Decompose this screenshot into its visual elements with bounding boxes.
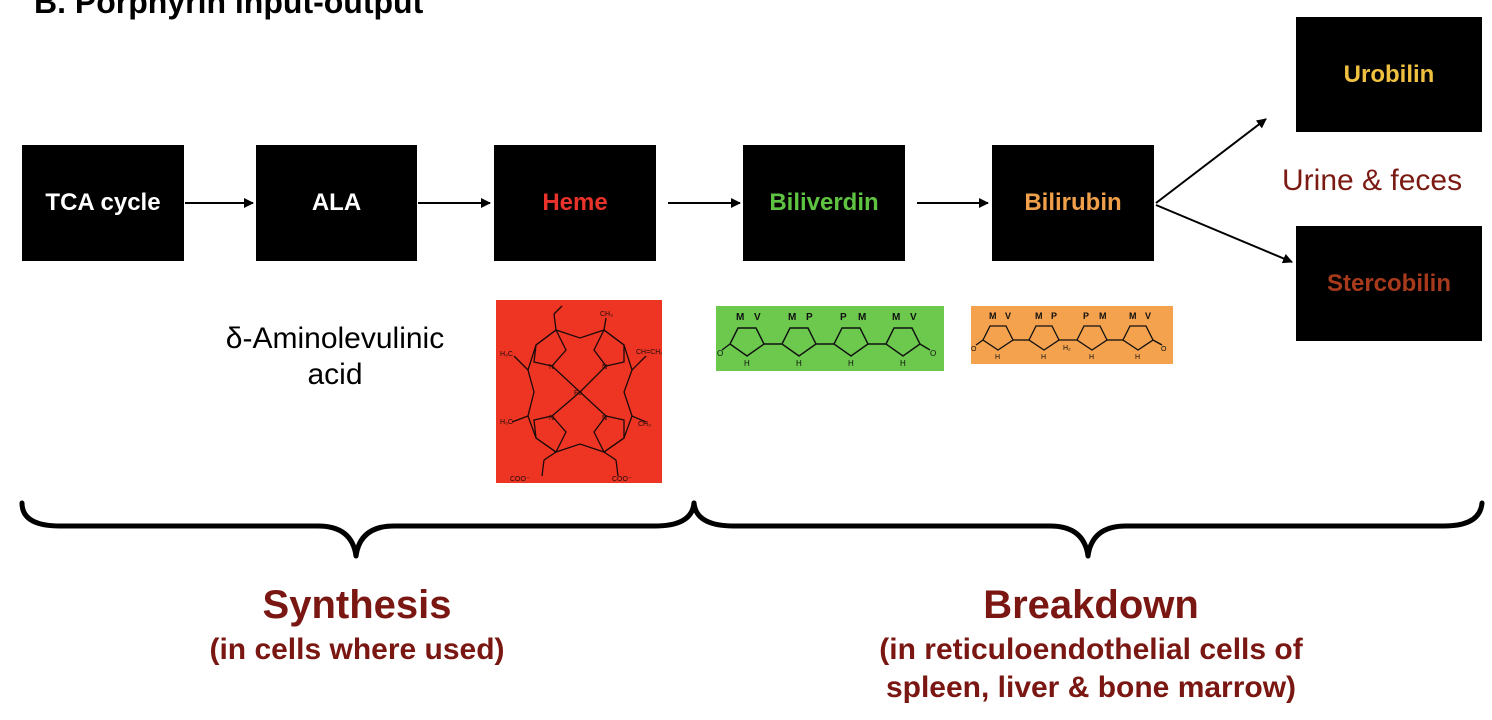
ala-label: ALA bbox=[311, 189, 362, 216]
box-tca-cycle: TCA cycle bbox=[22, 145, 184, 261]
bilirubin-sub-0: M bbox=[989, 311, 997, 321]
box-stercobilin: Stercobilin bbox=[1296, 226, 1482, 341]
urobilin-label: Urobilin bbox=[1343, 60, 1435, 88]
box-biliverdin: Biliverdin bbox=[743, 145, 905, 261]
ala-full-name-line1: δ-Aminolevulinic bbox=[225, 322, 445, 355]
svg-text:O: O bbox=[930, 349, 936, 358]
ala-full-name-line2: acid bbox=[307, 358, 363, 391]
svg-text:H₃C: H₃C bbox=[500, 419, 513, 426]
box-ala: ALA bbox=[256, 145, 417, 261]
box-bilirubin: Bilirubin bbox=[992, 145, 1154, 261]
breakdown-subtitle-line1: (in reticuloendothelial cells of bbox=[879, 633, 1303, 666]
biliverdin-sub-4: P bbox=[840, 312, 847, 323]
biliverdin-sub-7: V bbox=[910, 312, 917, 323]
heme-label: Heme bbox=[542, 189, 608, 216]
svg-text:O: O bbox=[1161, 346, 1167, 353]
synthesis-subtitle: (in cells where used) bbox=[209, 633, 505, 666]
svg-text:H: H bbox=[1041, 354, 1046, 361]
breakdown-brace bbox=[691, 500, 1485, 559]
svg-text:H₃C: H₃C bbox=[500, 351, 513, 358]
svg-text:N: N bbox=[602, 364, 607, 371]
biliverdin-sub-1: V bbox=[754, 312, 761, 323]
svg-text:H₂: H₂ bbox=[1063, 345, 1071, 352]
breakdown-title: Breakdown bbox=[983, 583, 1199, 627]
svg-text:H: H bbox=[1089, 354, 1094, 361]
svg-text:H: H bbox=[1135, 354, 1140, 361]
stercobilin-label: Stercobilin bbox=[1326, 269, 1452, 297]
svg-text:N: N bbox=[602, 415, 607, 422]
svg-text:COO⁻: COO⁻ bbox=[612, 476, 632, 483]
biliverdin-sub-0: M bbox=[736, 312, 744, 323]
arrow-bilirubin-to-stercobilin bbox=[1155, 204, 1293, 264]
ala-full-name: δ-Aminolevulinic acid bbox=[205, 321, 465, 393]
biliverdin-sub-6: M bbox=[892, 312, 900, 323]
biliverdin-label: Biliverdin bbox=[769, 189, 879, 216]
svg-text:CH₃: CH₃ bbox=[638, 421, 651, 428]
bilirubin-sub-2: M bbox=[1035, 311, 1043, 321]
svg-text:CH₃: CH₃ bbox=[600, 311, 613, 318]
svg-text:O: O bbox=[717, 349, 723, 358]
synthesis-brace bbox=[19, 500, 697, 559]
svg-text:N: N bbox=[549, 415, 554, 422]
svg-text:H: H bbox=[900, 359, 906, 368]
heme-structure: Fe N N N N H₃C CH=CH₂ CH₃ H₃C CH₃ COO⁻ C… bbox=[496, 300, 662, 483]
biliverdin-sub-2: M bbox=[788, 312, 796, 323]
synthesis-title: Synthesis bbox=[262, 583, 452, 627]
bilirubin-structure: M V M P P M M V O O H H H₂ H H bbox=[971, 306, 1173, 364]
svg-text:COO⁻: COO⁻ bbox=[510, 476, 530, 483]
svg-text:Fe: Fe bbox=[574, 390, 582, 397]
page-title: B. Porphyrin input-output bbox=[34, 0, 424, 20]
svg-text:H: H bbox=[995, 354, 1000, 361]
bilirubin-sub-6: M bbox=[1129, 311, 1137, 321]
tca-cycle-label: TCA cycle bbox=[45, 189, 161, 216]
bilirubin-sub-5: M bbox=[1099, 311, 1107, 321]
breakdown-subtitle-line2: spleen, liver & bone marrow) bbox=[885, 671, 1297, 704]
svg-text:CH=CH₂: CH=CH₂ bbox=[636, 349, 662, 356]
urine-feces-label: Urine & feces bbox=[1282, 164, 1463, 197]
bilirubin-sub-4: P bbox=[1083, 311, 1089, 321]
biliverdin-sub-5: M bbox=[858, 312, 866, 323]
bilirubin-sub-1: V bbox=[1005, 311, 1011, 321]
box-urobilin: Urobilin bbox=[1296, 17, 1482, 132]
svg-text:O: O bbox=[971, 346, 977, 353]
svg-text:H: H bbox=[848, 359, 854, 368]
svg-text:H: H bbox=[744, 359, 750, 368]
bilirubin-sub-3: P bbox=[1051, 311, 1057, 321]
box-heme: Heme bbox=[494, 145, 656, 261]
arrow-bilirubin-to-urobilin bbox=[1155, 118, 1267, 204]
biliverdin-structure: M V M P P M M V O O H H H H bbox=[716, 306, 944, 371]
biliverdin-sub-3: P bbox=[806, 312, 813, 323]
bilirubin-label: Bilirubin bbox=[1024, 189, 1122, 216]
bilirubin-sub-7: V bbox=[1145, 311, 1151, 321]
svg-text:H: H bbox=[796, 359, 802, 368]
svg-text:N: N bbox=[549, 364, 554, 371]
